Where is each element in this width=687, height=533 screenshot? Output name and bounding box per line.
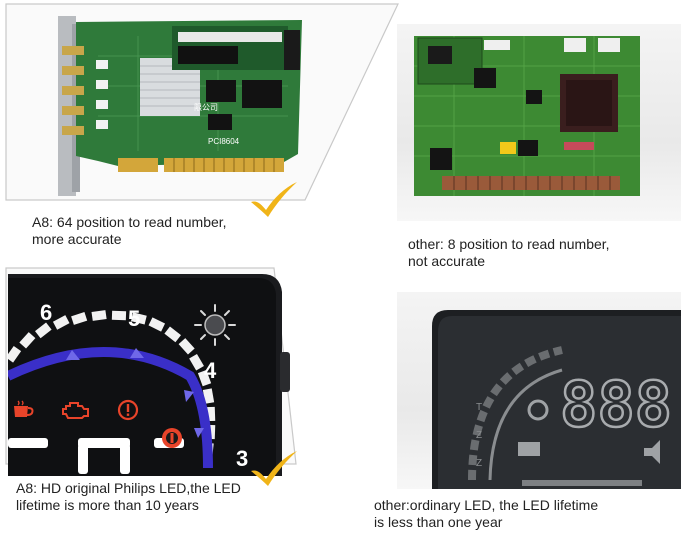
a8-gauge: 6 5 4 3 (8, 278, 276, 478)
chip-label: 限公司 (194, 103, 218, 112)
a8-led-caption: A8: HD original Philips LED,the LED life… (16, 480, 296, 514)
gauge-number-4: 4 (204, 358, 217, 383)
a8-accuracy-caption-line1: A8: 64 position to read number, (32, 214, 227, 230)
engine-check-icon (62, 400, 90, 420)
a8-accuracy-caption-line2: more accurate (32, 231, 122, 247)
a8-accuracy-caption: A8: 64 position to read number, more acc… (32, 214, 292, 248)
other-led-caption-line2: is less than one year (374, 514, 503, 530)
brake-warning-icon (160, 426, 184, 450)
a8-led-caption-line1: A8: HD original Philips LED,the LED (16, 480, 241, 496)
other-led-caption-line1: other:ordinary LED, the LED lifetime (374, 497, 599, 513)
other-accuracy-caption: other: 8 position to read number, not ac… (408, 236, 678, 270)
other-seven-segment-digits: 888 (560, 368, 672, 441)
other-accuracy-caption-line2: not accurate (408, 253, 486, 269)
gauge-number-5: 5 (128, 306, 140, 331)
a8-pcb-image: PCI8604 限公司 (58, 16, 308, 201)
svg-text:T: T (476, 402, 482, 413)
a8-led-caption-line2: lifetime is more than 10 years (16, 497, 199, 513)
other-led-caption: other:ordinary LED, the LED lifetime is … (374, 497, 674, 531)
other-hud-display: T Z Z 888 (432, 310, 681, 489)
coffee-cup-icon (12, 400, 36, 420)
warning-exclamation-icon (116, 398, 140, 422)
check-mark-icon (248, 180, 300, 220)
svg-text:Z: Z (476, 458, 482, 469)
pcb-silkscreen-label: PCI8604 (208, 137, 240, 146)
check-mark-icon-2 (248, 449, 300, 489)
brightness-sensor-icon (193, 303, 237, 347)
svg-text:Z: Z (476, 430, 482, 441)
other-accuracy-caption-line1: other: 8 position to read number, (408, 236, 610, 252)
gauge-number-6: 6 (40, 300, 52, 325)
other-pcb-image (414, 36, 640, 196)
gauge-number-3: 3 (236, 446, 248, 471)
